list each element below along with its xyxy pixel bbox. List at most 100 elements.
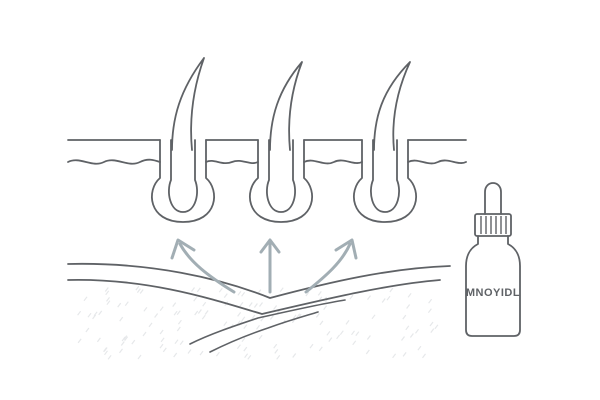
follicle-bulb: [353, 139, 417, 223]
texture-speckle: [371, 314, 376, 320]
texture-speckle: [427, 308, 432, 314]
texture-speckle: [174, 339, 179, 345]
dropper-cap: [474, 213, 512, 237]
texture-speckle: [328, 337, 333, 342]
texture-speckle: [318, 346, 323, 352]
texture-speckle: [260, 316, 265, 322]
texture-speckle: [85, 327, 90, 333]
texture-speckle: [323, 305, 328, 311]
texture-speckle: [103, 347, 107, 353]
texture-speckle: [177, 319, 182, 325]
texture-speckle: [107, 354, 112, 360]
texture-speckle: [83, 296, 88, 302]
texture-speckle: [105, 290, 110, 296]
texture-speckle: [409, 333, 414, 338]
subcutaneous-lines: [67, 262, 451, 353]
texture-speckle: [241, 337, 246, 343]
texture-speckle: [104, 287, 109, 292]
texture-speckle: [223, 293, 228, 298]
texture-speckle: [273, 343, 278, 349]
epidermis-wavy-line: [67, 158, 467, 165]
texture-speckle: [366, 335, 371, 340]
texture-speckle: [77, 310, 82, 316]
texture-speckle: [296, 313, 301, 319]
texture-speckle: [386, 295, 391, 301]
texture-speckle: [428, 298, 433, 304]
texture-speckle: [106, 297, 110, 302]
texture-speckle: [96, 337, 101, 343]
texture-speckle: [199, 350, 204, 356]
texture-speckle: [241, 291, 246, 297]
texture-speckle: [351, 330, 355, 336]
texture-speckle: [269, 315, 274, 320]
texture-speckle: [179, 340, 184, 346]
texture-speckle: [389, 287, 394, 293]
texture-speckle: [317, 291, 322, 296]
hair-follicle-1: [151, 57, 215, 223]
texture-speckle: [273, 305, 278, 310]
texture-speckle: [345, 320, 350, 325]
texture-speckle: [422, 353, 426, 359]
texture-speckle: [292, 353, 297, 358]
texture-speckle: [123, 335, 128, 340]
texture-speckle: [119, 348, 123, 354]
texture-speckle: [274, 349, 279, 354]
texture-speckle: [258, 334, 263, 340]
texture-speckle: [309, 343, 314, 349]
texture-speckle: [196, 287, 201, 293]
texture-speckle: [201, 314, 206, 320]
arrow-up-left: [170, 238, 236, 294]
texture-speckle: [349, 294, 354, 300]
hair-follicle-3: [353, 61, 417, 223]
texture-speckle: [248, 302, 253, 307]
texture-speckle: [159, 306, 164, 312]
hair-root: [266, 139, 296, 213]
texture-speckle: [402, 314, 407, 320]
cap-ridges: [480, 216, 507, 234]
arrow-up: [259, 238, 281, 294]
texture-speckle: [172, 302, 177, 307]
hair-shaft: [171, 57, 205, 151]
texture-speckle: [319, 320, 324, 326]
texture-speckle: [434, 324, 439, 330]
texture-speckle: [193, 296, 198, 302]
texture-speckle: [236, 320, 241, 326]
bottle-label: MNOYIDL: [466, 287, 520, 299]
texture-speckle: [251, 314, 256, 320]
texture-speckle: [405, 325, 410, 331]
texture-speckle: [401, 336, 405, 341]
texture-speckle: [87, 312, 92, 318]
dropper-bottle-icon: MNOYIDL: [465, 182, 521, 337]
texture-speckle: [154, 313, 159, 318]
texture-speckle: [173, 310, 178, 316]
texture-speckle: [135, 285, 140, 291]
texture-speckle: [429, 321, 434, 327]
texture-speckle: [162, 347, 167, 353]
texture-speckle: [120, 341, 125, 346]
texture-speckle: [237, 312, 242, 317]
texture-speckle: [137, 354, 142, 360]
texture-speckle: [191, 287, 195, 292]
texture-speckle: [197, 309, 202, 314]
texture-speckle: [139, 289, 144, 294]
texture-speckle: [98, 310, 103, 316]
texture-speckle: [315, 313, 320, 318]
texture-speckle: [143, 306, 148, 312]
texture-speckle: [187, 349, 192, 354]
texture-speckle: [392, 353, 397, 359]
follicle-bulb: [151, 139, 215, 223]
texture-speckle: [106, 300, 111, 306]
growth-arrows: [170, 238, 358, 294]
texture-speckle: [276, 354, 281, 360]
dropper-bulb: [484, 182, 502, 215]
texture-speckle: [148, 322, 153, 328]
dermis-texture: [77, 285, 439, 360]
hair-shaft: [269, 61, 303, 151]
texture-speckle: [352, 340, 357, 346]
texture-speckle: [305, 291, 310, 297]
texture-speckle: [365, 349, 370, 355]
texture-speckle: [415, 328, 419, 334]
texture-speckle: [159, 329, 164, 335]
texture-speckle: [218, 287, 223, 293]
